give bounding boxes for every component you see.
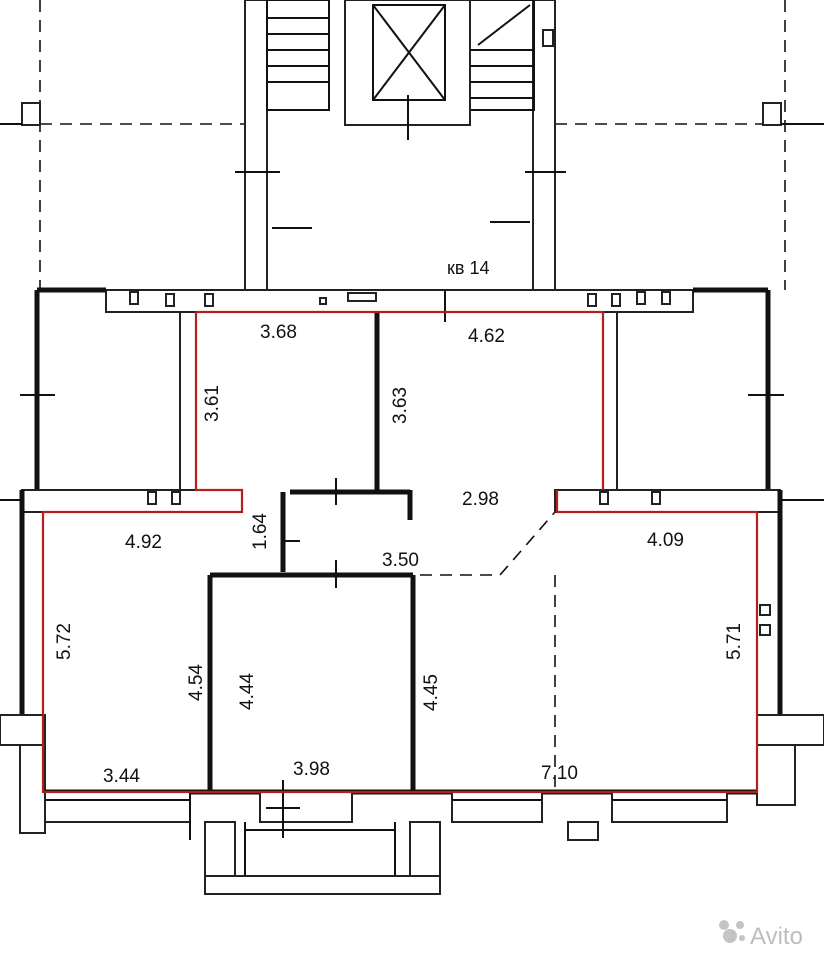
hall-depth-label: 3.61 [202, 385, 223, 422]
balcony [204, 780, 441, 895]
middle-room-depth-label: 4.44 [237, 673, 258, 710]
stair-treads [267, 4, 534, 99]
apartment-outline-red [41, 310, 759, 794]
avito-watermark: Avito [719, 920, 803, 950]
left-room-depth-label: 5.72 [54, 623, 75, 660]
left-room-width-label: 4.92 [125, 532, 162, 553]
apartment-label: кв 14 [447, 258, 489, 278]
bath-depth-label: 1.64 [250, 513, 271, 550]
dimension-labels: 3.68 3.61 4.62 3.63 2.98 4.92 5.72 3.44 … [54, 322, 745, 787]
corridor-label: 2.98 [462, 489, 499, 510]
watermark-text: Avito [750, 923, 803, 950]
kitchen-width-label: 4.62 [468, 326, 505, 347]
fixtures [129, 291, 771, 636]
bath-width-label: 3.50 [382, 550, 419, 571]
interior-partitions [207, 290, 446, 792]
apartment-walls [0, 287, 824, 841]
right-room-depth-label: 5.71 [724, 623, 745, 660]
stair-core [0, 0, 824, 291]
avito-logo-icon [719, 920, 745, 943]
kitchen-depth-label: 3.63 [390, 387, 411, 424]
left-room-inner-label: 4.54 [186, 664, 207, 701]
right-room-bottom-label: 7.10 [541, 763, 578, 784]
hall-width-label: 3.68 [260, 322, 297, 343]
right-room-width-label: 4.09 [647, 530, 684, 551]
middle-room-right-label: 4.45 [421, 674, 442, 711]
middle-room-width-label: 3.98 [293, 759, 330, 780]
left-room-bottom-label: 3.44 [103, 766, 140, 787]
